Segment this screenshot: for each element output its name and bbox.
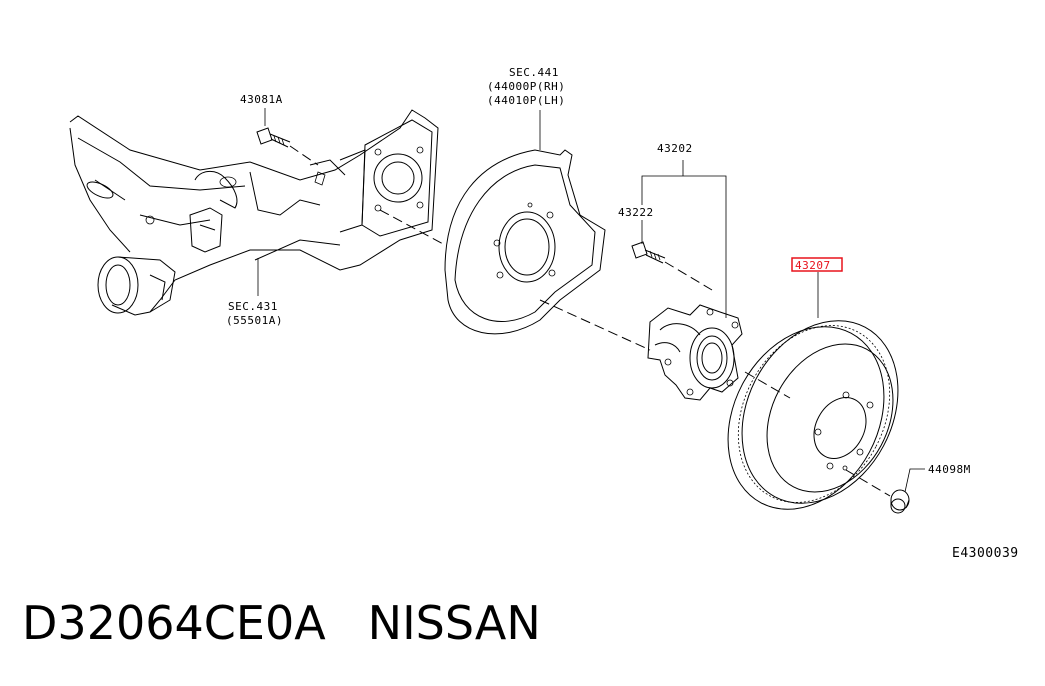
nut-44098m-icon xyxy=(845,469,910,514)
bolt-43222-icon xyxy=(631,241,713,291)
label-43207: 43207 xyxy=(795,259,831,272)
label-44098m: 44098M xyxy=(928,463,971,476)
hub-bearing-assembly xyxy=(647,304,743,401)
brake-backing-plate xyxy=(444,149,606,335)
label-sec441: SEC.441 xyxy=(509,66,559,79)
part-caption: D32064CE0A NISSAN xyxy=(22,596,541,650)
label-sec431-part: (55501A) xyxy=(226,314,283,327)
bolt-43081a-icon xyxy=(256,108,319,166)
part-number: D32064CE0A xyxy=(22,596,326,650)
label-sec441-lh: (44010P(LH) xyxy=(487,94,565,107)
label-sec441-rh: (44000P(RH) xyxy=(487,80,565,93)
brake-rotor xyxy=(727,320,899,510)
label-sec431: SEC.431 xyxy=(228,300,278,313)
assembly-axis-line xyxy=(379,209,791,399)
leader-lines xyxy=(257,110,925,493)
highlight-box xyxy=(791,257,843,272)
diagram-code: E4300039 xyxy=(952,546,1019,561)
label-43081a: 43081A xyxy=(240,93,283,106)
rear-suspension-beam xyxy=(69,109,439,316)
brand-name: NISSAN xyxy=(367,596,541,650)
label-43202: 43202 xyxy=(657,142,693,155)
label-43222: 43222 xyxy=(618,206,654,219)
